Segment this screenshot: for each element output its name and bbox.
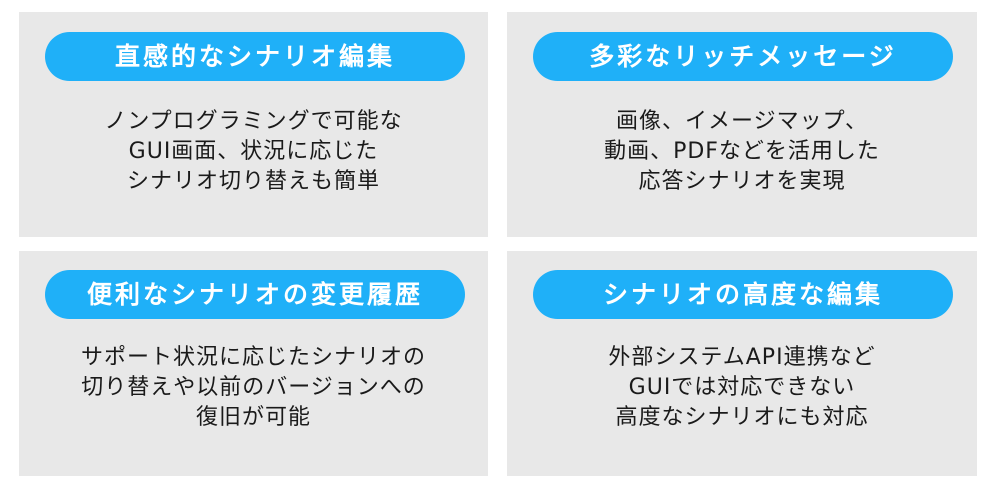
feature-title-badge: シナリオの高度な編集 xyxy=(533,270,953,319)
description-line: GUIでは対応できない xyxy=(628,375,856,400)
feature-description: ノンプログラミングで可能な GUI画面、状況に応じた シナリオ切り替えも簡単 xyxy=(19,107,488,197)
description-line: ノンプログラミングで可能な xyxy=(104,109,403,134)
feature-description: サポート状況に応じたシナリオの 切り替えや以前のバージョンへの 復旧が可能 xyxy=(19,343,488,433)
description-line: 復旧が可能 xyxy=(195,405,311,430)
description-line: 画像、イメージマップ、 xyxy=(616,109,868,134)
description-line: GUI画面、状況に応じた xyxy=(128,139,379,164)
feature-card-rich-messages: 多彩なリッチメッセージ 画像、イメージマップ、 動画、PDFなどを活用した 応答… xyxy=(507,12,977,237)
description-line: 動画、PDFなどを活用した xyxy=(604,139,880,164)
description-line: 切り替えや以前のバージョンへの xyxy=(81,375,426,400)
feature-card-change-history: 便利なシナリオの変更履歴 サポート状況に応じたシナリオの 切り替えや以前のバージ… xyxy=(19,251,488,476)
feature-title-badge: 多彩なリッチメッセージ xyxy=(533,32,953,81)
feature-title-badge: 直感的なシナリオ編集 xyxy=(45,32,465,81)
description-line: 高度なシナリオにも対応 xyxy=(615,405,869,430)
feature-card-intuitive-editing: 直感的なシナリオ編集 ノンプログラミングで可能な GUI画面、状況に応じた シナ… xyxy=(19,12,488,237)
feature-description: 画像、イメージマップ、 動画、PDFなどを活用した 応答シナリオを実現 xyxy=(507,107,977,197)
feature-description: 外部システムAPI連携など GUIでは対応できない 高度なシナリオにも対応 xyxy=(507,343,977,433)
description-line: 外部システムAPI連携など xyxy=(608,345,876,370)
description-line: 応答シナリオを実現 xyxy=(638,169,846,194)
description-line: シナリオ切り替えも簡単 xyxy=(126,169,380,194)
feature-title-badge: 便利なシナリオの変更履歴 xyxy=(45,270,465,319)
description-line: サポート状況に応じたシナリオの xyxy=(80,345,426,370)
feature-card-advanced-editing: シナリオの高度な編集 外部システムAPI連携など GUIでは対応できない 高度な… xyxy=(507,251,977,476)
